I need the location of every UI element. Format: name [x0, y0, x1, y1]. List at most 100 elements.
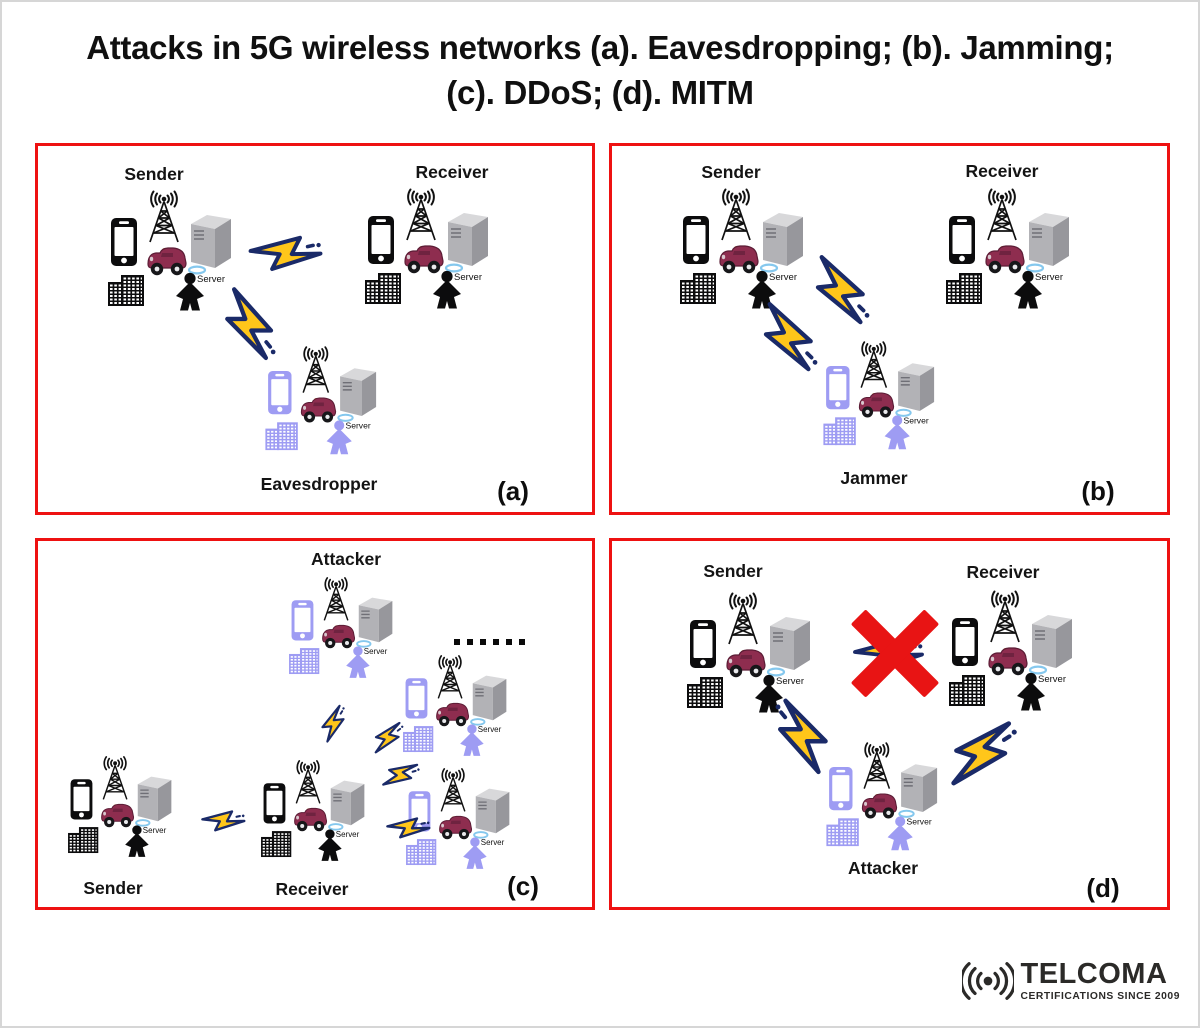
server-label: Server [454, 272, 482, 283]
cell-tower-icon [721, 592, 765, 646]
panel-b-sender-label: Sender [701, 162, 761, 182]
smartphone-icon [689, 619, 717, 669]
smartphone-icon [405, 677, 429, 719]
panel-c-sender-cluster: Server [63, 754, 176, 858]
panel-c-attacker-cluster-3: Server [401, 766, 514, 870]
building-icon [364, 272, 402, 304]
cell-tower-icon [980, 188, 1024, 242]
figure-title-line2: (c). DDoS; (d). MITM [446, 73, 754, 111]
panel-a-receiver-label: Receiver [415, 162, 489, 182]
building-icon [823, 416, 857, 445]
logo-tagline: CERTIFICATIONS SINCE 2009 [1020, 991, 1180, 1002]
server-icon: Server [1032, 615, 1072, 685]
panel-ddos [35, 538, 595, 910]
server-icon: Server [340, 368, 377, 431]
panel-c-receiver-label: Receiver [275, 879, 349, 899]
smartphone-icon [682, 215, 710, 265]
panel-d-letter: (d) [1086, 873, 1120, 903]
panel-d-attacker-cluster: Server [821, 740, 942, 852]
server-icon: Server [763, 213, 803, 283]
lightning-bolt-icon [758, 292, 820, 379]
cell-tower-icon [435, 768, 472, 813]
panel-a-eavesdropper-cluster: Server [260, 344, 381, 456]
server-label: Server [907, 817, 932, 827]
person-icon [344, 640, 374, 679]
building-icon [265, 421, 299, 450]
person-icon [1011, 263, 1047, 309]
panel-b-attacker-label: Jammer [840, 468, 908, 488]
building-icon [260, 830, 292, 857]
figure-title-line1: Attacks in 5G wireless networks (a). Eav… [86, 29, 1114, 66]
smartphone-icon [267, 370, 292, 415]
panel-c-attacker-label: Attacker [310, 549, 382, 569]
person-icon [430, 263, 466, 309]
panel-b-jammer-cluster: Server [818, 339, 939, 451]
server-icon: Server [137, 776, 172, 835]
cell-tower-icon [854, 341, 894, 390]
server-icon: Server [901, 764, 938, 827]
server-label: Server [904, 416, 929, 426]
smartphone-icon [825, 365, 850, 410]
panel-b-receiver-label: Receiver [965, 161, 1039, 181]
panel-a-sender-cluster: Server [102, 188, 236, 312]
radio-signal-icon [962, 958, 1014, 1004]
server-label: Server [776, 676, 804, 687]
person-icon [882, 408, 914, 449]
panel-d-sender-cluster: Server [681, 590, 815, 714]
server-icon: Server [330, 780, 365, 839]
server-label: Server [197, 274, 225, 285]
cell-tower-icon [296, 346, 336, 395]
telcoma-logo: TELCOMA CERTIFICATIONS SINCE 2009 [962, 958, 1180, 1004]
lightning-bolt-icon [810, 246, 872, 331]
cell-tower-icon [318, 577, 355, 622]
panel-c-letter: (c) [507, 871, 539, 901]
smartphone-icon [263, 782, 287, 824]
building-icon [826, 817, 860, 846]
person-icon [1014, 665, 1050, 711]
cell-tower-icon [97, 756, 134, 801]
person-icon [173, 265, 209, 311]
panel-a-attacker-label: Eavesdropper [260, 474, 378, 494]
panel-d-receiver-cluster: Server [943, 588, 1077, 712]
panel-b-letter: (b) [1081, 476, 1115, 506]
building-icon [945, 272, 983, 304]
person-icon [316, 823, 346, 862]
panel-mitm [609, 538, 1170, 910]
server-label: Server [336, 830, 360, 839]
lightning-bolt-icon [318, 703, 349, 746]
server-icon: Server [448, 213, 488, 283]
server-label: Server [143, 826, 167, 835]
building-icon [679, 272, 717, 304]
panel-d-attacker-label: Attacker [847, 858, 919, 878]
cell-tower-icon [983, 590, 1027, 644]
building-icon [67, 826, 99, 853]
panel-d-sender-label: Sender [703, 561, 763, 581]
panel-a-receiver-cluster: Server [359, 186, 493, 310]
logo-name: TELCOMA [1020, 958, 1168, 990]
server-icon: Server [770, 617, 810, 687]
more-attackers-ellipsis [454, 639, 525, 645]
figure-title: Attacks in 5G wireless networks (a). Eav… [2, 26, 1198, 115]
cell-tower-icon [290, 760, 327, 805]
building-icon [686, 676, 724, 708]
server-label: Server [1035, 272, 1063, 283]
smartphone-icon [291, 599, 315, 641]
panel-c-sender-label: Sender [83, 878, 143, 898]
smartphone-icon [951, 617, 979, 667]
panel-b-sender-cluster: Server [674, 186, 808, 310]
panel-c-attacker-cluster-1: Server [284, 575, 397, 679]
cell-tower-icon [857, 742, 897, 791]
lightning-bolt-icon [223, 283, 277, 363]
server-icon: Server [191, 215, 231, 285]
server-label: Server [478, 725, 502, 734]
person-icon [123, 819, 153, 858]
panel-b-receiver-cluster: Server [940, 186, 1074, 310]
server-label: Server [481, 838, 505, 847]
building-icon [948, 674, 986, 706]
panel-jamming [609, 143, 1170, 515]
person-icon [461, 831, 491, 870]
server-icon: Server [472, 675, 507, 734]
panel-a-letter: (a) [497, 476, 529, 506]
panel-d-receiver-label: Receiver [966, 562, 1040, 582]
